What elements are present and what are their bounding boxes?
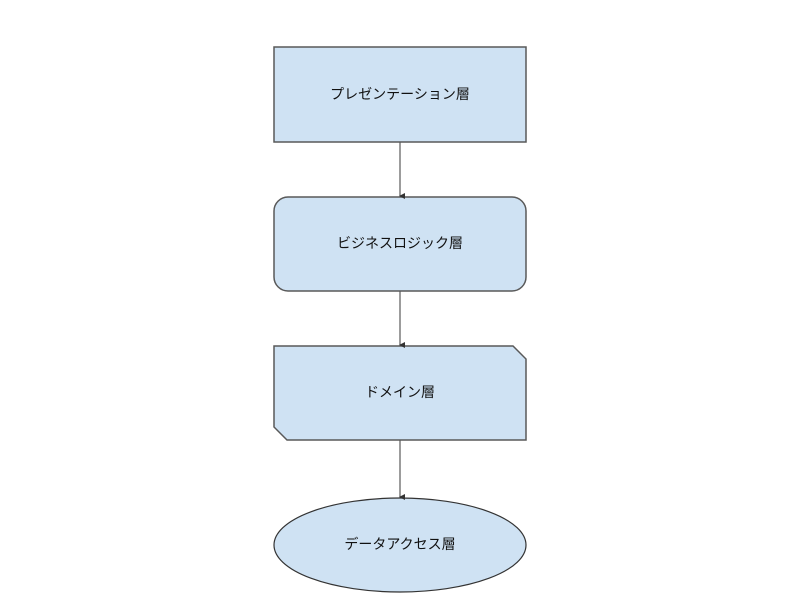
data-access-layer-label: データアクセス層 [344,537,456,553]
domain-layer-box[interactable] [273,345,527,441]
presentation-layer-label: プレゼンテーション層 [330,87,470,103]
presentation-layer-box[interactable] [273,46,527,143]
business-logic-layer-label: ビジネスロジック層 [337,236,463,252]
domain-layer-label: ドメイン層 [365,385,435,401]
